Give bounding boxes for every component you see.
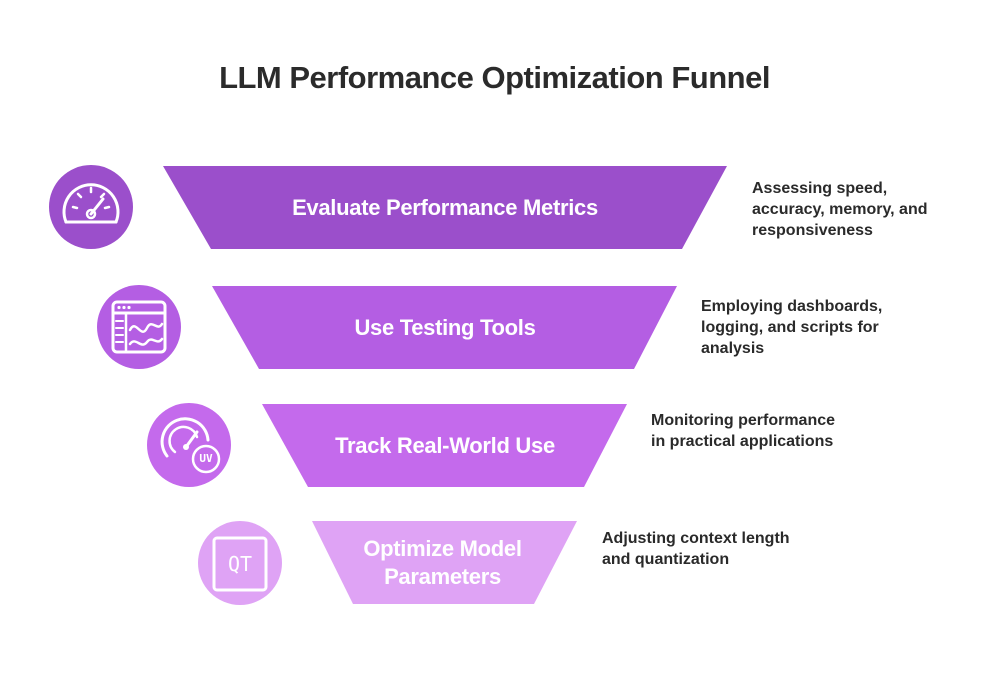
dashboard-window-icon bbox=[97, 285, 181, 369]
stage-1-description: Assessing speed, accuracy, memory, and r… bbox=[752, 178, 928, 241]
qt-box-icon bbox=[198, 521, 282, 605]
stage-3-description: Monitoring performance in practical appl… bbox=[651, 410, 835, 452]
stage-2-description-line: Employing dashboards, bbox=[701, 298, 883, 315]
stage-2-description: Employing dashboards, logging, and scrip… bbox=[701, 296, 882, 359]
stage-3-description-line: Monitoring performance bbox=[651, 412, 836, 429]
stage-1-description-line: Assessing speed, bbox=[752, 180, 888, 197]
stage-3-label: Track Real-World Use bbox=[335, 432, 555, 458]
stage-1-label: Evaluate Performance Metrics bbox=[292, 194, 598, 220]
stage-4-label-line-1: Optimize Model bbox=[363, 535, 522, 561]
stage-4-label: Optimize Model Parameters bbox=[330, 521, 555, 604]
stage-1-description-line: responsiveness bbox=[752, 222, 873, 239]
usage-gauge-icon bbox=[147, 403, 231, 487]
funnel-band-1 bbox=[163, 166, 727, 249]
funnel-band-3 bbox=[262, 404, 627, 487]
stage-4-label-line-2: Parameters bbox=[384, 563, 501, 589]
stage-1-description-line: accuracy, memory, and bbox=[752, 201, 928, 218]
funnel-band-2 bbox=[212, 286, 677, 369]
stage-2-description-line: analysis bbox=[701, 340, 765, 357]
speedometer-icon bbox=[49, 165, 133, 249]
uv-badge-label: UV bbox=[199, 452, 213, 465]
qt-box-label: QT bbox=[227, 552, 253, 576]
funnel-band-4 bbox=[312, 521, 577, 604]
page-title: LLM Performance Optimization Funnel bbox=[219, 60, 770, 95]
stage-2-label: Use Testing Tools bbox=[354, 314, 536, 340]
stage-4-description-line: and quantization bbox=[602, 551, 730, 568]
stage-3-description-line: in practical applications bbox=[651, 433, 834, 450]
stage-4-description: Adjusting context length and quantizatio… bbox=[602, 528, 790, 570]
stage-4-description-line: Adjusting context length bbox=[602, 530, 790, 547]
stage-2-description-line: logging, and scripts for bbox=[701, 319, 879, 336]
